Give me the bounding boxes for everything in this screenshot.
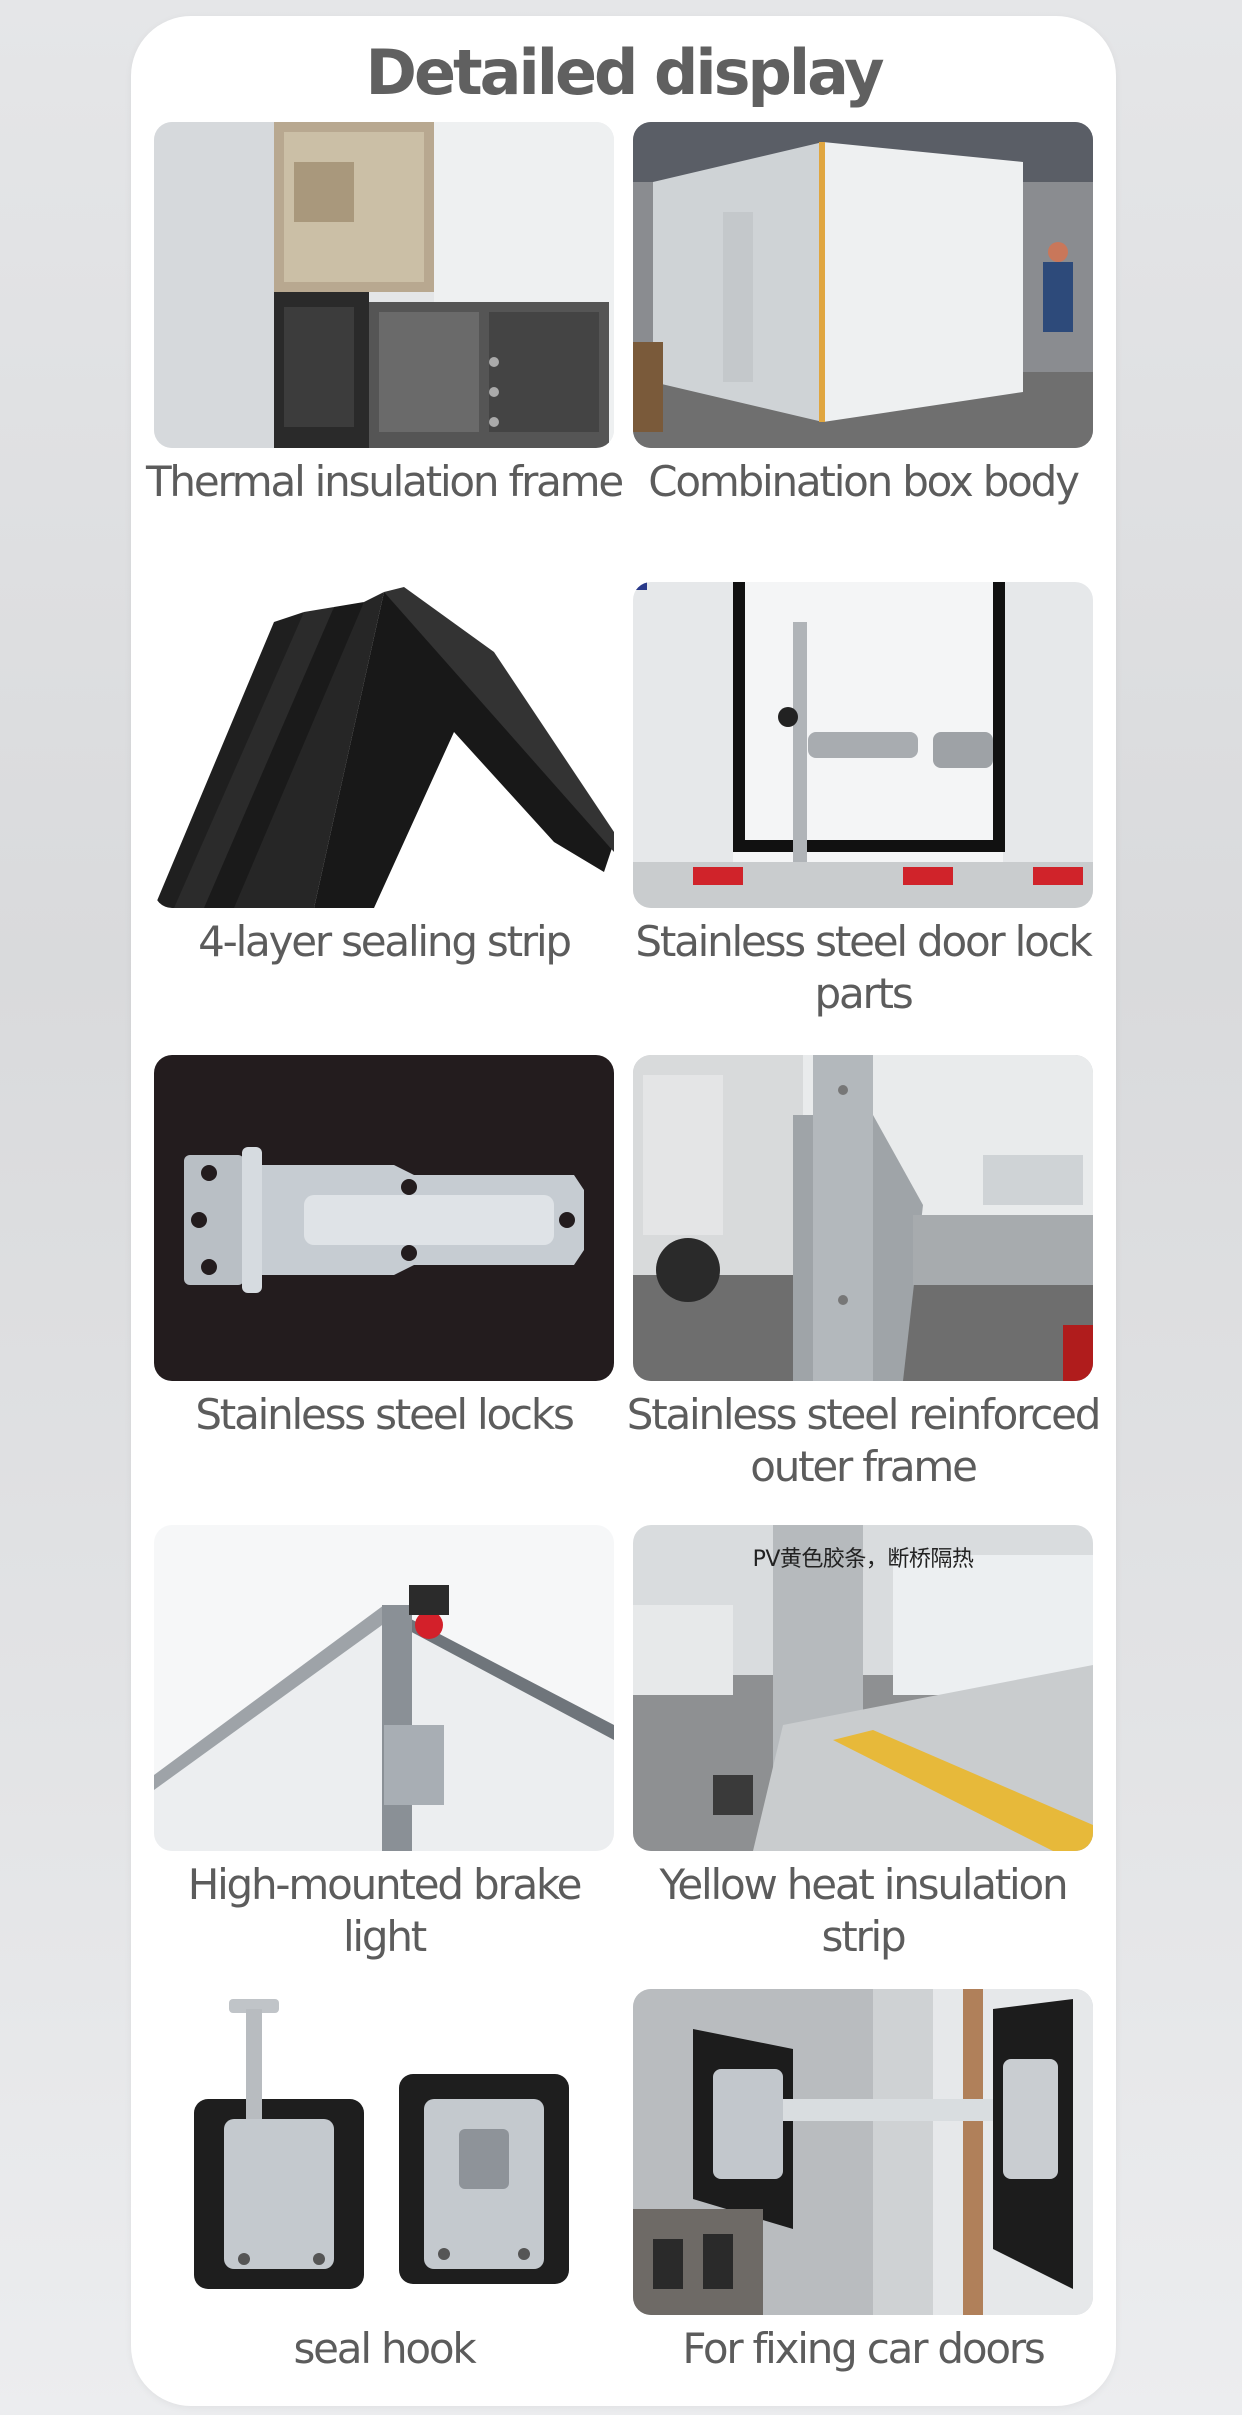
detail-card: Detailed display Thermal insulation fra [131, 16, 1116, 2406]
item-caption: For fixing car doors [682, 2324, 1045, 2373]
combination-box-body-photo [633, 122, 1093, 448]
detail-item-heat-strip: PV黄色胶条，断桥隔热 Yellow heat insulation strip [633, 1525, 1093, 1963]
sealing-strip-photo [154, 582, 614, 908]
overlay-caption: PV黄色胶条，断桥隔热 [752, 1547, 974, 1572]
detail-item-seal-hook: seal hook [154, 1989, 614, 2375]
stainless-hinge-photo [154, 1055, 614, 1381]
door-holder-photo [633, 1989, 1093, 2315]
detail-item-steel-locks: Stainless steel locks [154, 1055, 614, 1441]
item-caption: Yellow heat insulation strip [659, 1860, 1069, 1961]
reinforced-frame-photo [633, 1055, 1093, 1381]
detail-item-outer-frame: Stainless steel reinforced outer frame [627, 1055, 1101, 1493]
item-caption: Combination box body [648, 457, 1080, 506]
thermal-insulation-frame-photo [154, 122, 614, 448]
page-title: Detailed display [365, 36, 884, 109]
item-caption: Stainless steel locks [195, 1390, 574, 1439]
item-caption: seal hook [293, 2324, 476, 2373]
detail-item-sealing-strip: 4-layer sealing strip [154, 582, 614, 968]
detail-item-door-lock: Stainless steel door lock parts [633, 582, 1093, 1020]
item-caption: Thermal insulation frame [145, 457, 624, 506]
detail-item-box-body: Combination box body [633, 122, 1093, 508]
door-lock-parts-photo [633, 582, 1093, 908]
detail-item-door-holder: For fixing car doors [633, 1989, 1093, 2375]
seal-hook-photo [154, 1989, 614, 2315]
detail-item-brake-light: High-mounted brake light [154, 1525, 614, 1963]
heat-insulation-strip-photo: PV黄色胶条，断桥隔热 [633, 1525, 1093, 1851]
item-caption: High-mounted brake light [187, 1860, 583, 1961]
detail-item-thermal-frame: Thermal insulation frame [146, 122, 624, 508]
brake-light-photo [154, 1525, 614, 1851]
item-caption: Stainless steel door lock parts [635, 917, 1092, 1018]
item-caption: Stainless steel reinforced outer frame [626, 1390, 1102, 1491]
item-caption: 4-layer sealing strip [198, 917, 572, 966]
